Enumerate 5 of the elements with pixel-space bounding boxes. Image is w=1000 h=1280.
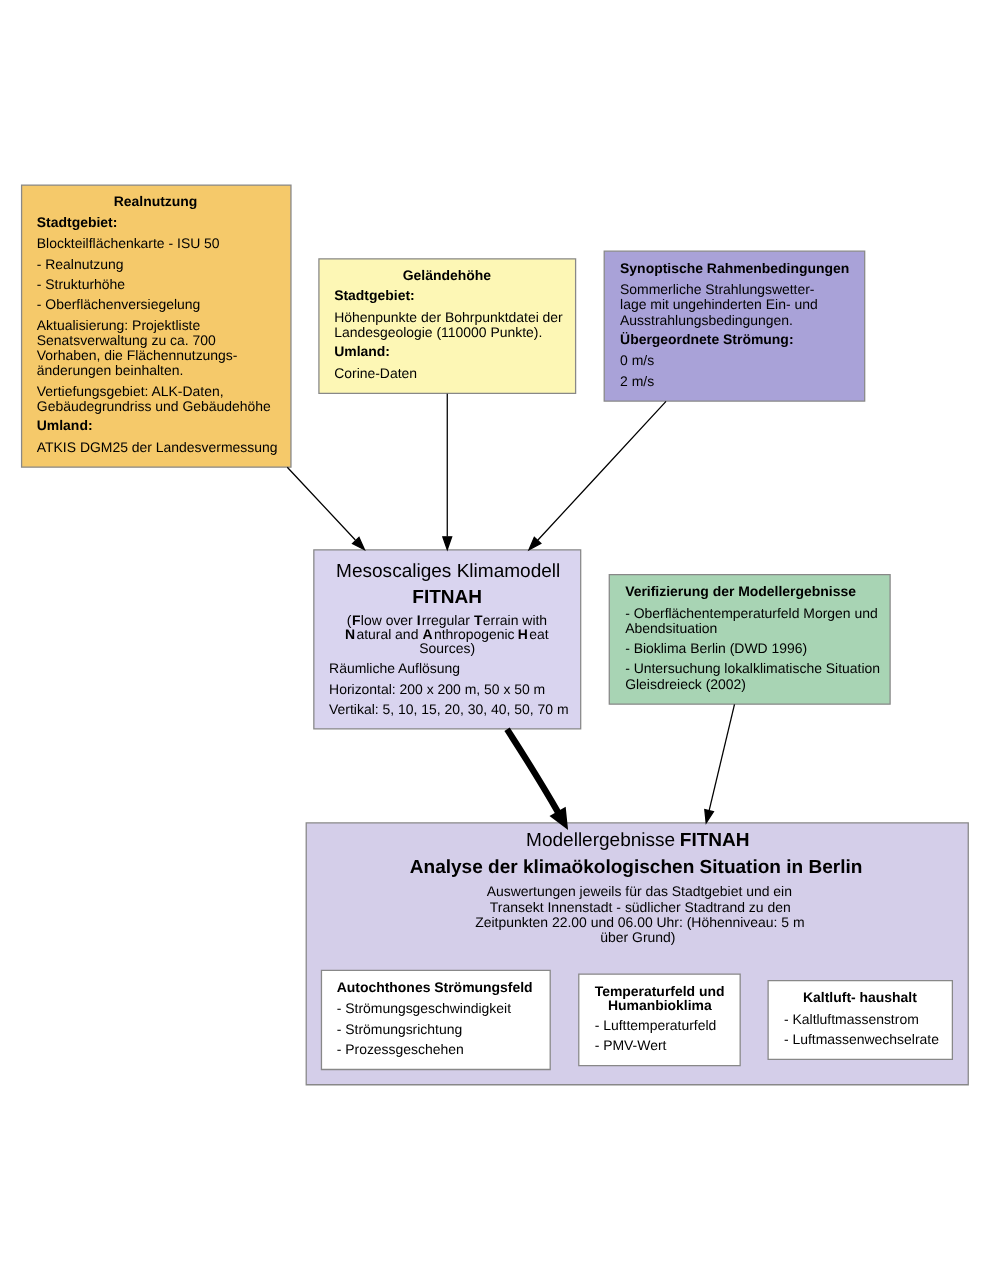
arrow bbox=[504, 727, 569, 830]
arrow bbox=[527, 400, 667, 552]
arrow bbox=[704, 703, 736, 825]
arrow bbox=[286, 466, 366, 552]
arrow bbox=[441, 393, 453, 552]
